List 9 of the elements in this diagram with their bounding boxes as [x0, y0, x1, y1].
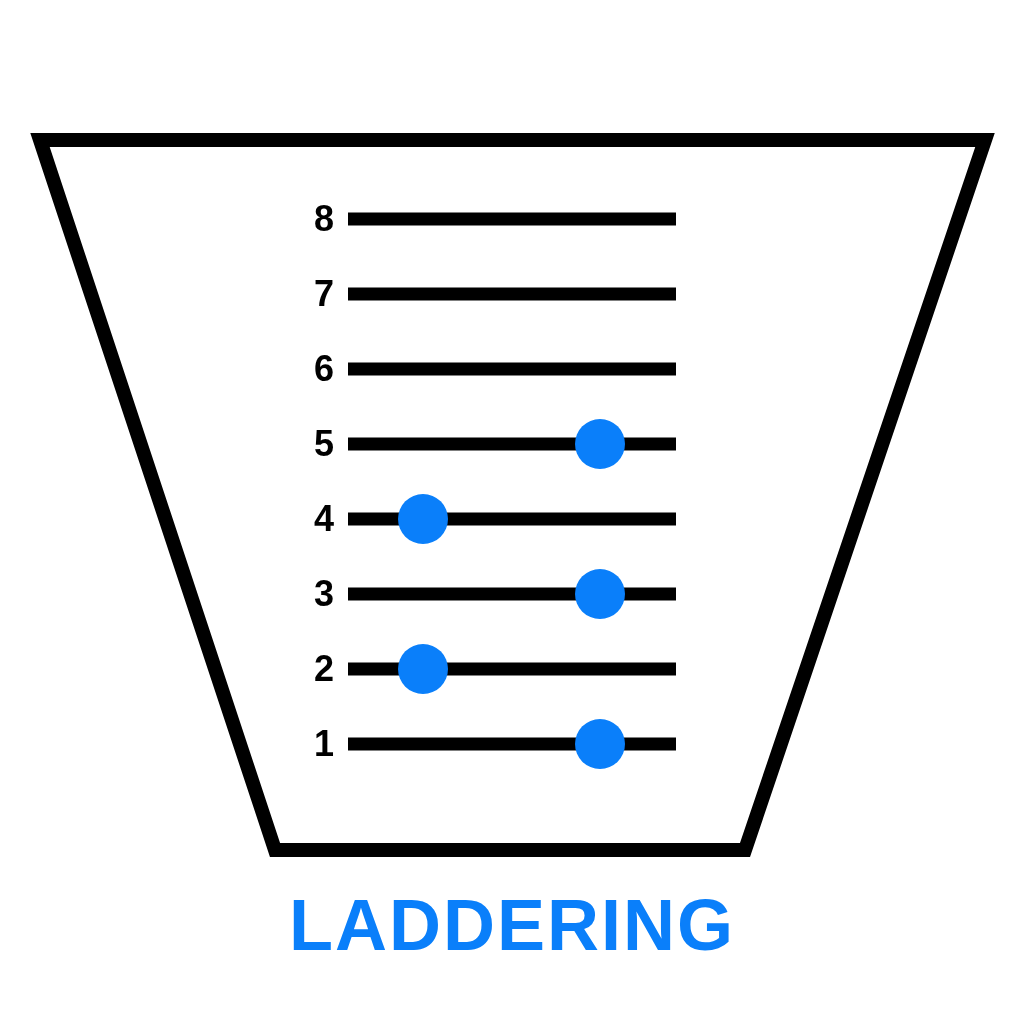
caption-title: LADDERING	[288, 884, 736, 967]
row-number: 1	[312, 724, 334, 764]
row-number: 4	[312, 499, 334, 539]
row-number: 7	[312, 274, 334, 314]
row-number: 2	[312, 649, 334, 689]
row-number: 8	[312, 199, 334, 239]
row-number: 3	[312, 574, 334, 614]
row-number: 6	[312, 349, 334, 389]
row-number: 5	[312, 424, 334, 464]
